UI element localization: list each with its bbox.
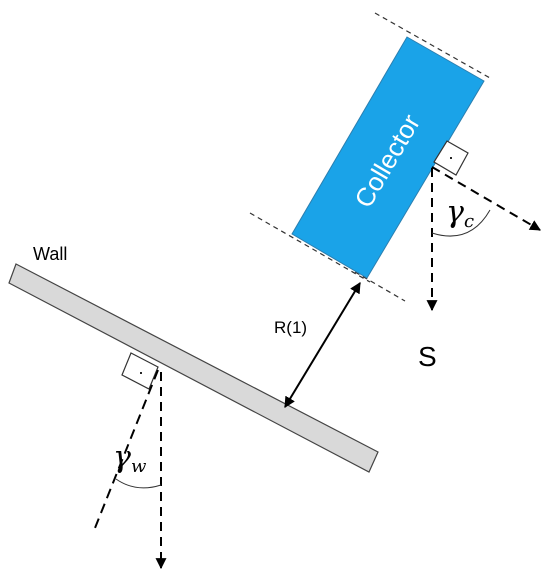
distance-label: R(1) xyxy=(274,318,307,337)
wall-normal-line xyxy=(92,369,159,534)
wall-label: Wall xyxy=(33,244,67,264)
south-label: S xyxy=(418,341,437,372)
collector-normal-arrow xyxy=(431,166,541,231)
gamma-c-label: γc xyxy=(446,195,474,232)
collector-bottom-extension-line xyxy=(354,271,406,302)
wall xyxy=(8,263,379,473)
collector-top-extension-line xyxy=(374,12,491,79)
collector-right-angle-mark xyxy=(433,140,469,176)
gamma-w-label: γw xyxy=(113,440,147,477)
gamma-c-angle-arc xyxy=(431,209,491,237)
wall-right-angle-dot: · xyxy=(138,362,144,382)
wall-right-angle-mark xyxy=(121,352,159,390)
collector-panel xyxy=(291,36,485,279)
distance-arrow xyxy=(284,282,361,408)
gamma-w-angle-arc xyxy=(115,478,162,489)
collector-right-angle-dot: · xyxy=(448,147,454,167)
